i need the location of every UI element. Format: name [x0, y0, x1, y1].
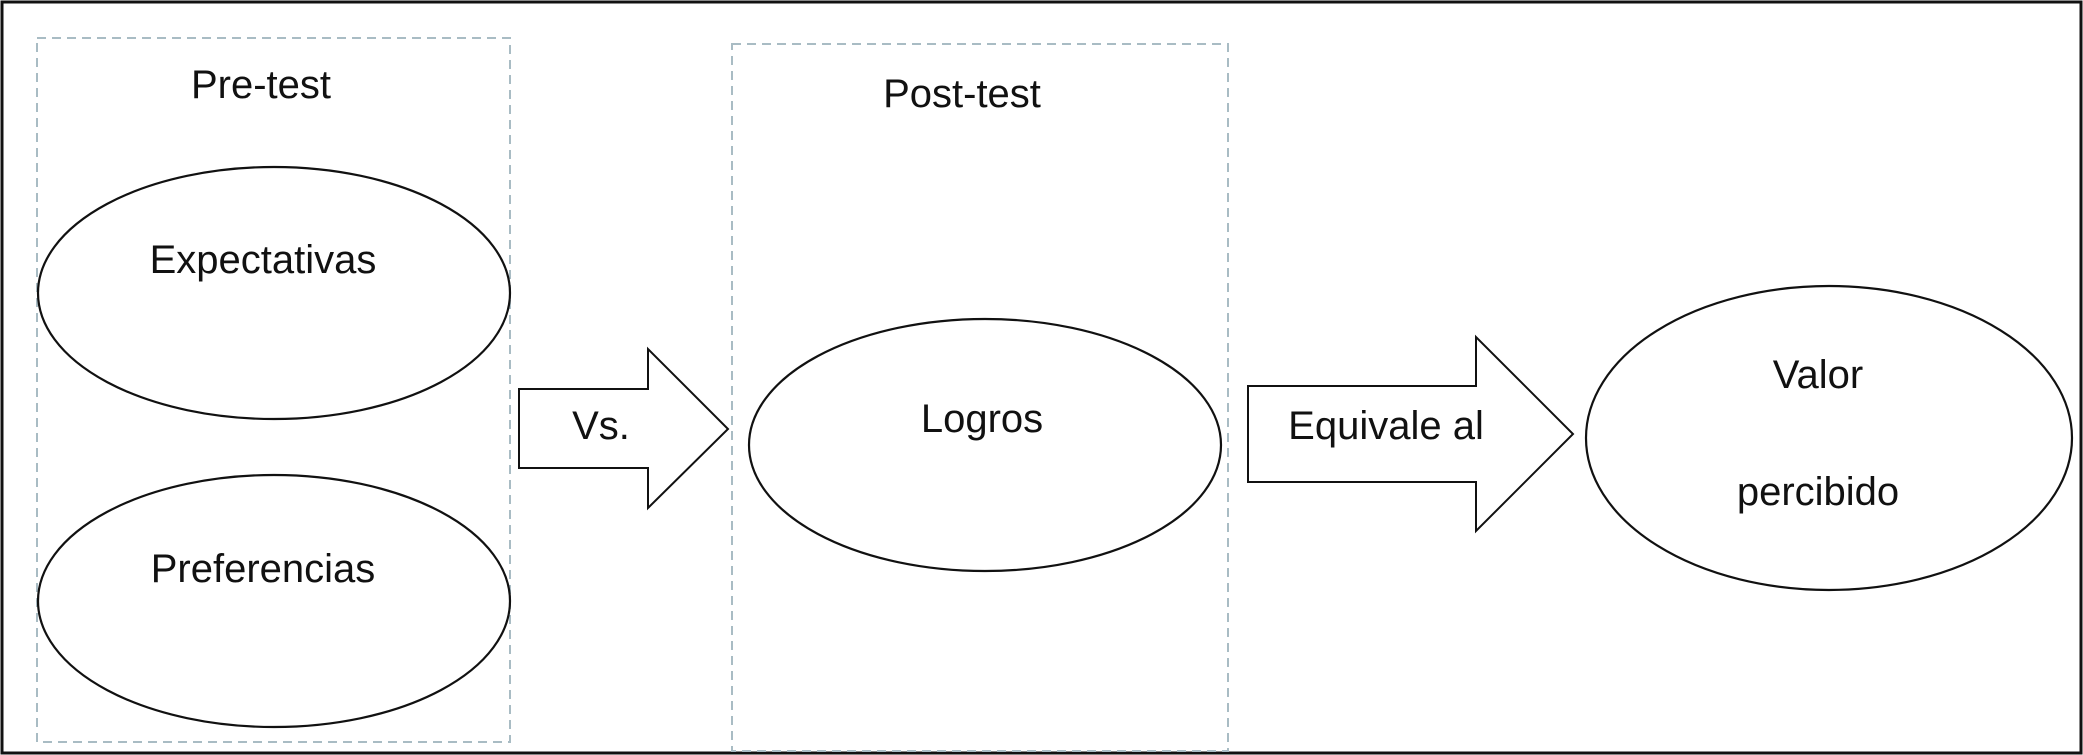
equivale-arrow [1247, 334, 1575, 534]
percibido-label: percibido [1736, 470, 1900, 514]
valor-label: Valor [1772, 353, 1864, 397]
logros-ellipse [747, 317, 1223, 573]
preferencias-ellipse [36, 473, 512, 729]
logros-label: Logros [920, 397, 1044, 441]
versus-label: Vs. [572, 404, 630, 448]
pretest-group-box [36, 37, 511, 743]
posttest-title: Post-test [883, 72, 1041, 116]
equivale-label: Equivale al [1288, 404, 1484, 448]
pretest-title: Pre-test [190, 63, 332, 107]
expectativas-label: Expectativas [149, 238, 377, 282]
versus-arrow [518, 346, 730, 511]
valor-percibido-ellipse [1584, 284, 2074, 592]
expectativas-ellipse [36, 165, 512, 421]
preferencias-label: Preferencias [150, 547, 376, 591]
posttest-group-box [731, 43, 1229, 752]
